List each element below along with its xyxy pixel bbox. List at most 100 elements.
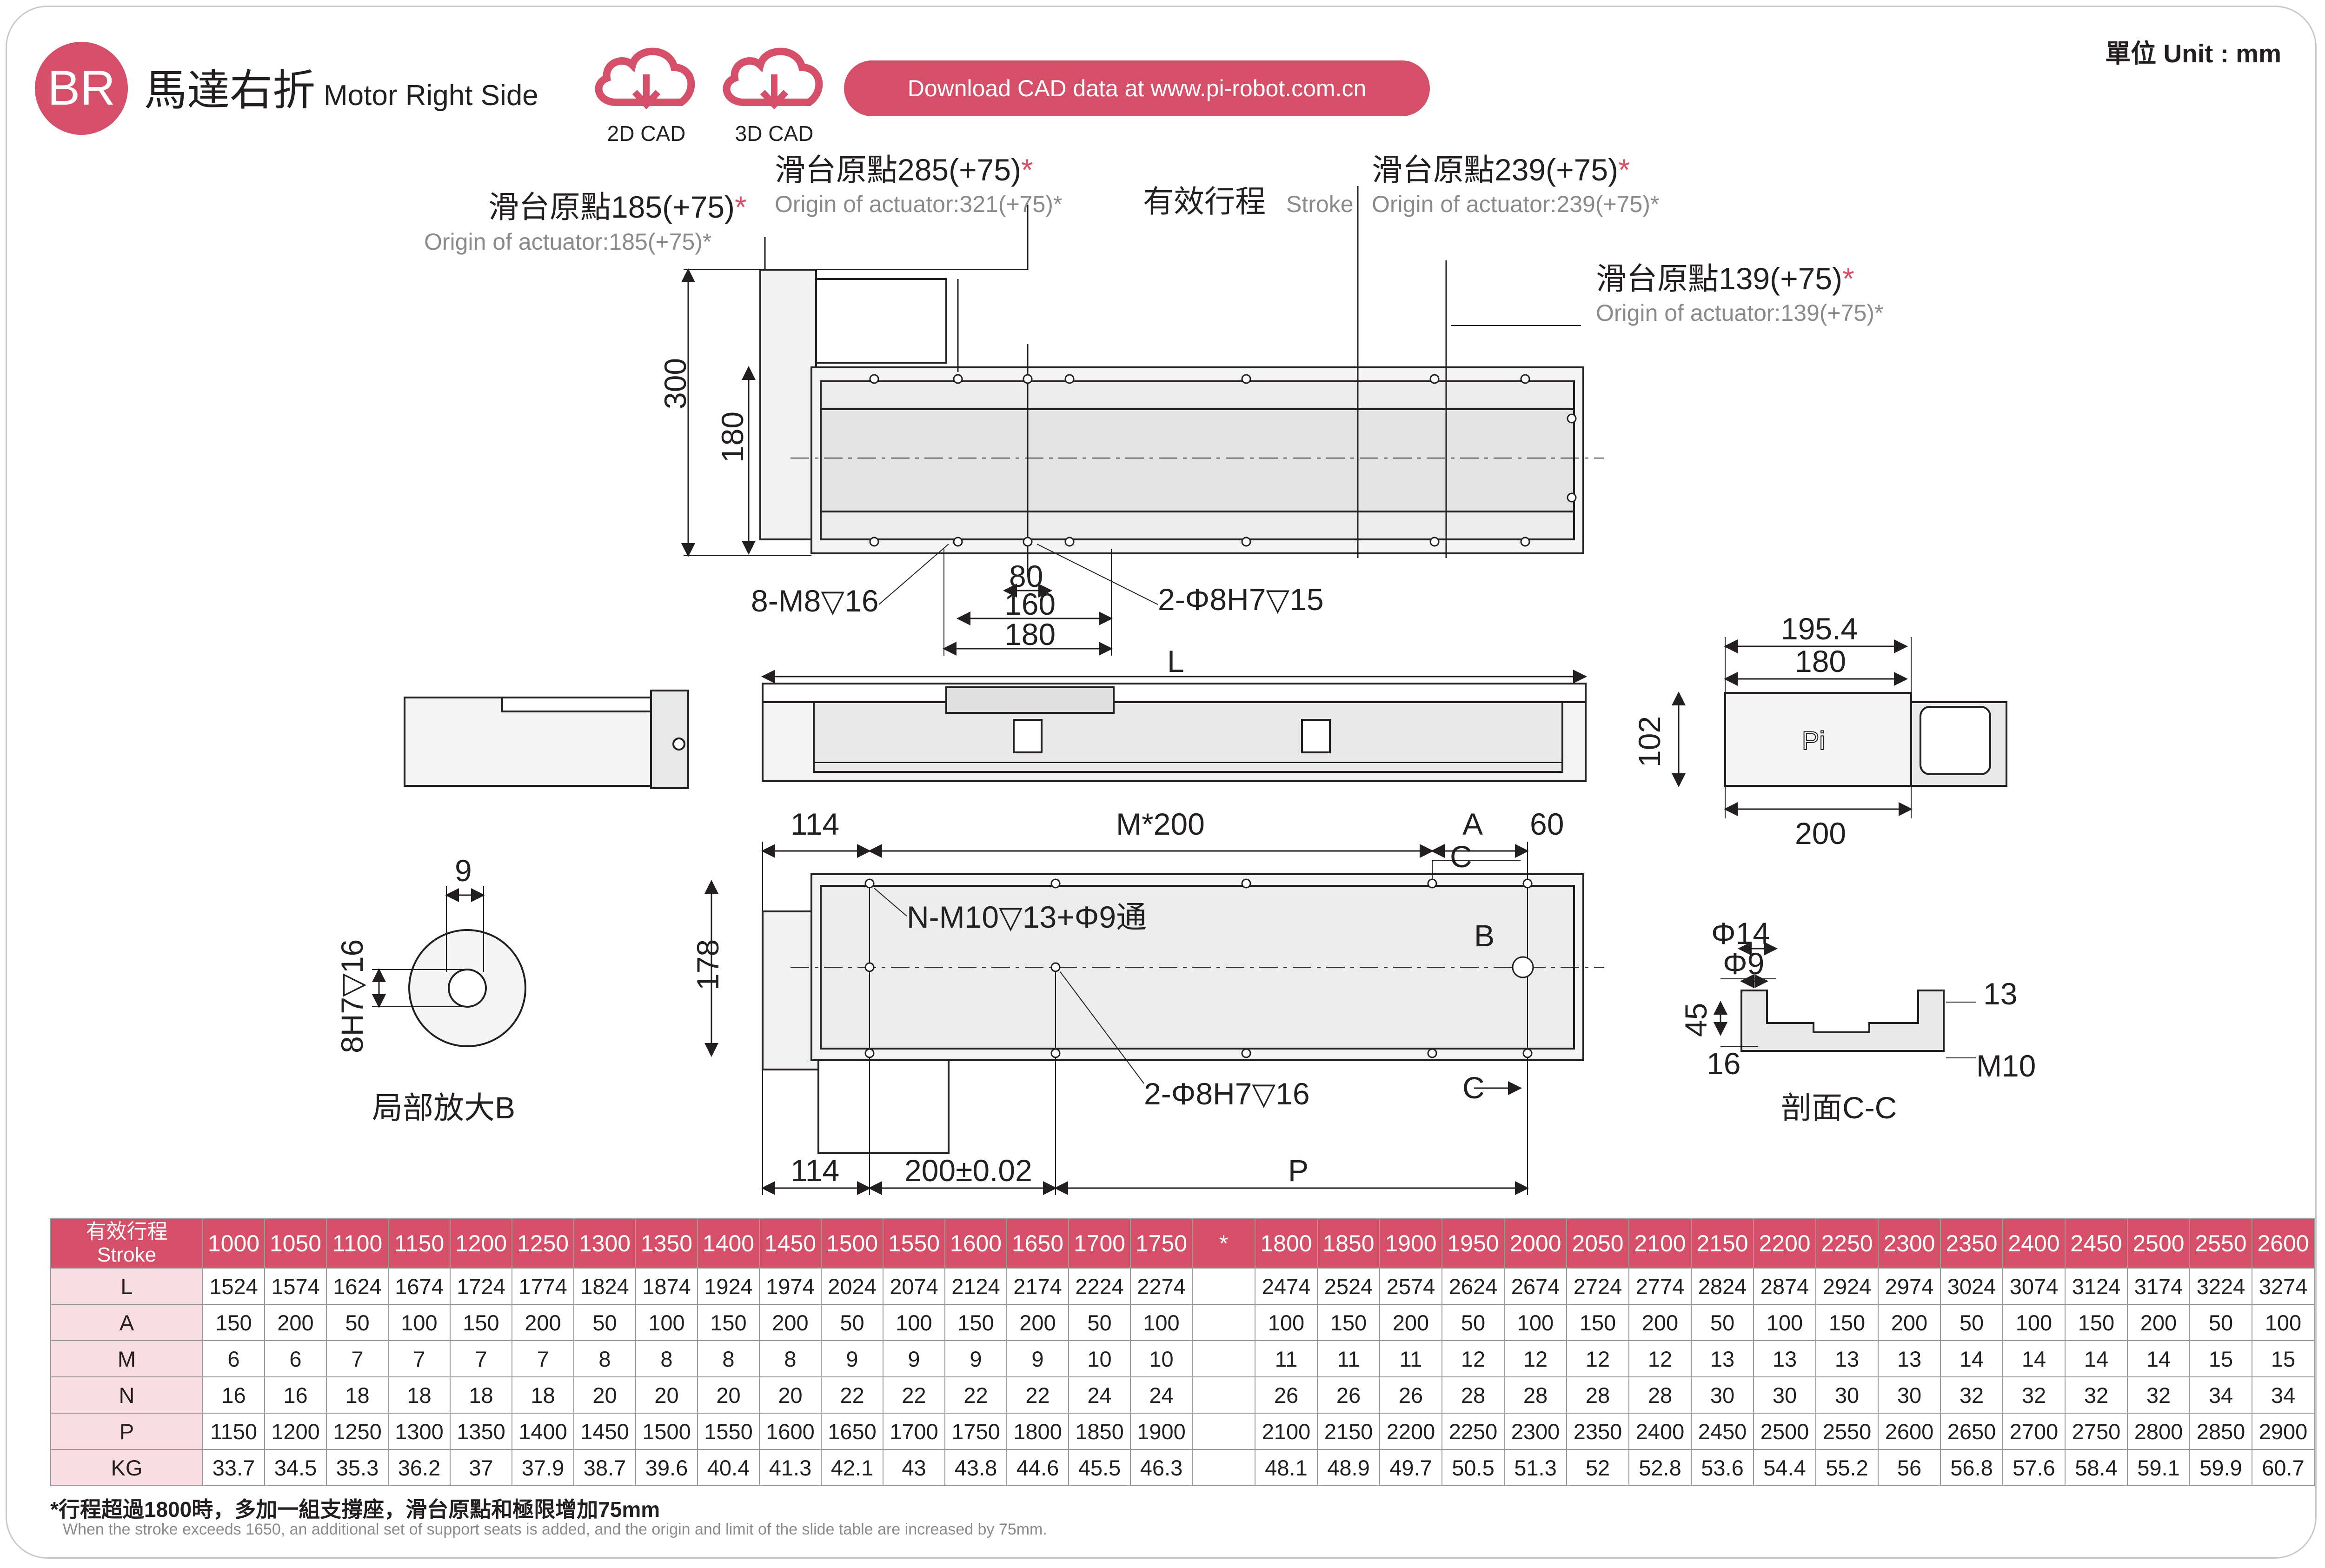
title-en: Motor Right Side (324, 80, 538, 112)
detail-b-view (372, 886, 526, 1047)
table-cell: 2474 (1255, 1268, 1318, 1305)
top-view (681, 186, 1604, 656)
table-cell: 45.5 (1068, 1449, 1131, 1486)
detail-b-title: 局部放大B (372, 1090, 515, 1125)
table-cell: 18 (450, 1376, 512, 1414)
dim-phi8-16: 2-Φ8H7▽16 (1144, 1076, 1310, 1111)
dim-45: 45 (1679, 1003, 1713, 1037)
table-cell: 46.3 (1130, 1449, 1193, 1486)
table-cell: 9 (944, 1340, 1007, 1377)
table-cell: 100 (2002, 1304, 2066, 1341)
cad-2d-download[interactable]: 2D CAD (588, 37, 704, 146)
table-cell: 50 (1442, 1304, 1505, 1341)
table-cell: 39.6 (635, 1449, 698, 1486)
cad-3d-download[interactable]: 3D CAD (716, 37, 832, 146)
table-cell: 2200 (1379, 1413, 1442, 1450)
table-cell: 1700 (883, 1413, 945, 1450)
table-cell: 51.3 (1504, 1449, 1567, 1486)
stroke-en: Stroke (1286, 191, 1354, 217)
table-cell: 9 (1006, 1340, 1069, 1377)
table-cell: 2974 (1878, 1268, 1941, 1305)
table-cell: 1750 (944, 1413, 1007, 1450)
table-cell: 1800 (1006, 1413, 1069, 1450)
dim-L: L (1167, 644, 1184, 678)
table-cell: 2724 (1566, 1268, 1629, 1305)
table-cell: 14 (1940, 1340, 2003, 1377)
table-cell: 2750 (2065, 1413, 2128, 1450)
table-cell: 200 (1628, 1304, 1692, 1341)
table-cell: 2774 (1628, 1268, 1692, 1305)
stroke-col-header: 1100 (326, 1218, 389, 1269)
table-cell: 15 (2189, 1340, 2252, 1377)
table-cell: 10 (1130, 1340, 1193, 1377)
star-mark: * (735, 190, 747, 224)
section-c-top: C (1450, 839, 1472, 874)
table-cell: 9 (821, 1340, 884, 1377)
table-cell: 2500 (1753, 1413, 1816, 1450)
dim-300: 300 (658, 358, 692, 409)
table-cell: 26 (1379, 1376, 1442, 1414)
table-cell: 1650 (821, 1413, 884, 1450)
stroke-col-header: 2250 (1815, 1218, 1879, 1269)
dim-phi9: Φ9 (1723, 946, 1764, 981)
dim-16: 16 (1707, 1046, 1740, 1081)
separator-cell (1192, 1413, 1256, 1450)
stroke-col-header: 2450 (2065, 1218, 2128, 1269)
table-cell: 1600 (759, 1413, 822, 1450)
table-cell: 2074 (883, 1268, 945, 1305)
table-cell: 59.9 (2189, 1449, 2252, 1486)
stroke-col-header: 1800 (1255, 1218, 1318, 1269)
svg-text:滑台原點285(+75)*: 滑台原點285(+75)* (775, 153, 1033, 187)
cad-2d-label: 2D CAD (607, 121, 686, 146)
table-cell: 2700 (2002, 1413, 2066, 1450)
table-cell: 49.7 (1379, 1449, 1442, 1486)
dim-m-200: M*200 (1116, 807, 1205, 841)
table-cell: 18 (326, 1376, 389, 1414)
origin-239-en: Origin of actuator:239(+75)* (1372, 191, 1659, 217)
table-cell: 50 (2189, 1304, 2252, 1341)
table-cell: 1450 (573, 1413, 636, 1450)
title-zh: 馬達右折 (144, 67, 316, 114)
table-cell: 150 (944, 1304, 1007, 1341)
dim-180-c: 180 (1795, 644, 1846, 678)
table-cell: 200 (2127, 1304, 2190, 1341)
detail-b-marker: B (1474, 918, 1495, 953)
table-cell: 2524 (1317, 1268, 1380, 1305)
table-cell: 16 (202, 1376, 265, 1414)
dim-178: 178 (691, 939, 725, 990)
table-cell: 1400 (512, 1413, 574, 1450)
stroke-col-header: 2150 (1691, 1218, 1754, 1269)
table-cell: 14 (2065, 1340, 2128, 1377)
stroke-col-header: 1250 (512, 1218, 574, 1269)
table-cell: 2100 (1255, 1413, 1318, 1450)
table-cell: 56.8 (1940, 1449, 2003, 1486)
origin-321-en: Origin of actuator:321(+75)* (775, 191, 1062, 217)
table-cell: 1674 (388, 1268, 451, 1305)
download-link[interactable]: Download CAD data at www.pi-robot.com.cn (844, 60, 1430, 116)
origin-139-zh: 滑台原點139(+75) (1596, 261, 1842, 296)
table-cell: 100 (1255, 1304, 1318, 1341)
table-cell: 2650 (1940, 1413, 2003, 1450)
page-frame (6, 6, 2317, 1559)
stroke-col-header: 1600 (944, 1218, 1007, 1269)
table-cell: 1250 (326, 1413, 389, 1450)
table-cell: 28 (1504, 1376, 1567, 1414)
table-cell: 11 (1255, 1340, 1318, 1377)
dim-13: 13 (1983, 977, 2017, 1011)
table-cell: 54.4 (1753, 1449, 1816, 1486)
table-cell: 8 (635, 1340, 698, 1377)
table-cell: 12 (1442, 1340, 1505, 1377)
table-cell: 3124 (2065, 1268, 2128, 1305)
table-cell: 2250 (1442, 1413, 1505, 1450)
table-cell: 2300 (1504, 1413, 1567, 1450)
stroke-col-header: 2050 (1566, 1218, 1629, 1269)
unit-label: 單位 Unit : mm (2105, 39, 2281, 68)
table-cell: 52 (1566, 1449, 1629, 1486)
table-cell: 34 (2252, 1376, 2315, 1414)
table-cell: 2024 (821, 1268, 884, 1305)
table-cell: 1350 (450, 1413, 512, 1450)
left-end-view (404, 690, 689, 789)
table-cell: 34.5 (264, 1449, 327, 1486)
